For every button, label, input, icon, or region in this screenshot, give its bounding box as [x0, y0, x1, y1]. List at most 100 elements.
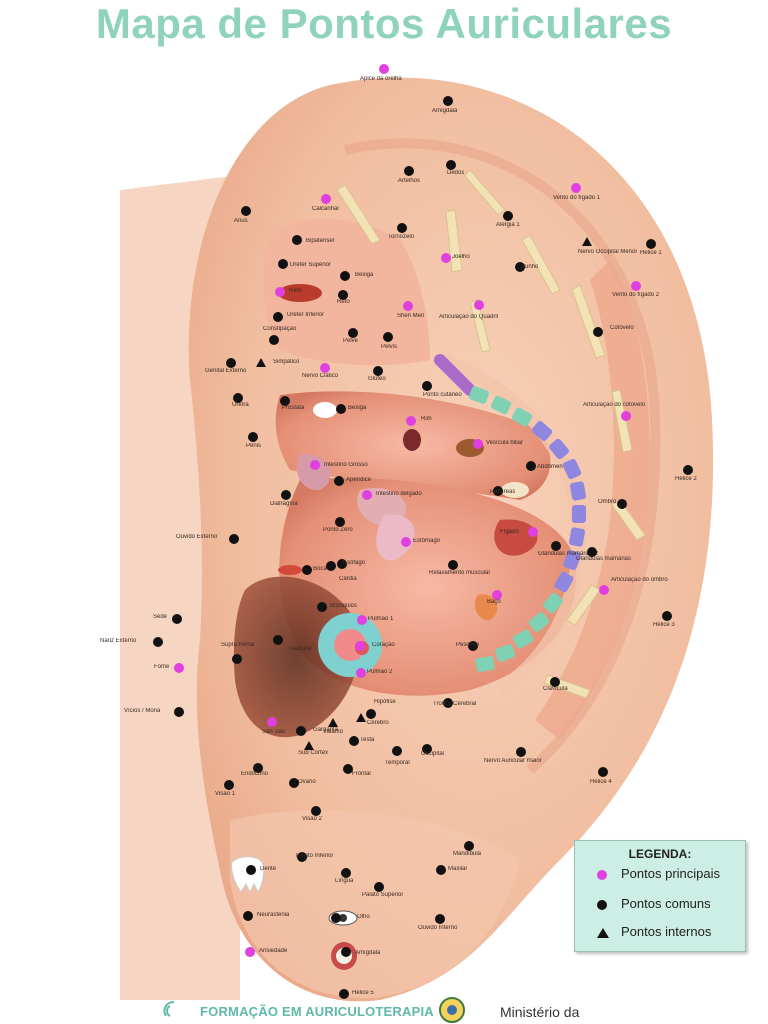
point-label: Shen Men	[397, 313, 425, 319]
point-label: Baço	[487, 599, 501, 605]
point-marker-comum	[331, 913, 341, 923]
point-marker-comum	[224, 780, 234, 790]
point-marker-comum	[373, 366, 383, 376]
point-marker-comum	[443, 698, 453, 708]
point-marker-comum	[397, 223, 407, 233]
point-marker-principal	[403, 301, 413, 311]
point-label: Tornozelo	[388, 234, 415, 240]
point-marker-comum	[446, 160, 456, 170]
point-marker-principal	[528, 527, 538, 537]
point-marker-comum	[296, 726, 306, 736]
point-label: San Jiao	[262, 729, 286, 735]
spine-vertebrae	[434, 354, 586, 672]
point-label: Ureter Superior	[290, 262, 332, 268]
point-label: Nariz Externo	[100, 638, 137, 644]
point-label: Visão 1	[215, 791, 235, 797]
point-label: Ouvido Externo	[176, 534, 218, 540]
point-label: Uretra	[232, 402, 249, 408]
point-marker-principal	[401, 537, 411, 547]
point-label: Cérebro	[367, 720, 389, 726]
point-label: Dente	[260, 866, 277, 872]
point-marker-comum	[335, 517, 345, 527]
point-label: Hélice 2	[675, 476, 697, 482]
point-label: Vícios / Moria	[124, 708, 161, 714]
point-label: Intestino delgado	[376, 491, 422, 497]
point-label: Nervo Auricular maior	[484, 758, 542, 764]
point-marker-comum	[598, 767, 608, 777]
point-label: Supra Renal	[221, 642, 255, 648]
point-marker-comum	[422, 381, 432, 391]
point-marker-comum	[348, 328, 358, 338]
point-label: Vento do fígado 1	[553, 195, 601, 201]
point-label: Frontal	[352, 771, 371, 777]
legend-label-interno: Pontos internos	[621, 924, 712, 939]
footer-ministry: Ministério da	[500, 1004, 580, 1020]
point-label: Esôfago	[343, 560, 366, 566]
point-label: Alergia 1	[496, 222, 520, 228]
point-label: Mandíbula	[453, 851, 482, 857]
point-marker-comum	[551, 541, 561, 551]
point-marker-comum	[683, 465, 693, 475]
point-marker-comum	[337, 559, 347, 569]
point-label: Vento do fígado 2	[612, 292, 660, 298]
point-marker-principal	[571, 183, 581, 193]
point-marker-comum	[341, 947, 351, 957]
point-label: Hipófise	[374, 699, 396, 705]
point-marker-comum	[349, 736, 359, 746]
point-label: Nervo Ciático	[302, 373, 339, 379]
point-label: Cotovelo	[610, 325, 634, 331]
point-label: Joelho	[452, 254, 470, 260]
point-label: Palato Inferior	[296, 853, 334, 859]
point-marker-principal	[267, 717, 277, 727]
point-label: Ombro	[598, 499, 617, 505]
point-marker-comum	[226, 358, 236, 368]
point-marker-comum	[253, 763, 263, 773]
point-label: Hélice 3	[653, 622, 675, 628]
point-marker-principal	[441, 253, 451, 263]
point-marker-principal	[357, 615, 367, 625]
point-marker-comum	[383, 332, 393, 342]
point-label: Glândulas mamárias 2	[538, 551, 599, 557]
point-marker-comum	[297, 852, 307, 862]
point-marker-principal	[356, 668, 366, 678]
point-label: Brônquios	[330, 603, 358, 609]
ministry-emblem-icon	[439, 997, 465, 1023]
point-label: Amígdala	[432, 108, 458, 114]
point-label: Ureter Inferior	[287, 312, 325, 318]
point-marker-comum	[646, 239, 656, 249]
point-label: Temporal	[385, 760, 410, 766]
point-label: Hélice 5	[352, 990, 374, 996]
point-label: Pâncreas	[490, 489, 516, 495]
point-marker-principal	[492, 590, 502, 600]
point-label: Nervo Occipital Menor	[578, 249, 638, 255]
point-marker-comum	[281, 490, 291, 500]
point-label: Rim	[421, 416, 432, 422]
point-label: Occipital	[421, 751, 445, 757]
point-label: Garganta	[313, 727, 339, 733]
point-label: Coração	[372, 642, 395, 648]
point-label: Amígdala	[355, 950, 381, 956]
point-marker-comum	[617, 499, 627, 509]
point-marker-principal	[599, 585, 609, 595]
point-label: Artelhos	[398, 178, 421, 184]
point-label: Punho	[521, 264, 539, 270]
point-marker-comum	[172, 614, 182, 624]
point-marker-comum	[448, 560, 458, 570]
point-marker-interno	[328, 718, 338, 727]
point-marker-comum	[317, 602, 327, 612]
point-label: Ponto cutâneo	[423, 392, 462, 398]
point-marker-comum	[593, 327, 603, 337]
point-marker-principal	[320, 363, 330, 373]
point-label: Genital Externo	[205, 368, 247, 374]
point-marker-principal	[275, 287, 285, 297]
point-marker-comum	[246, 865, 256, 875]
legend-label-comum: Pontos comuns	[621, 896, 711, 911]
point-label: Boca	[313, 566, 327, 572]
point-label: Testa	[360, 737, 375, 743]
point-marker-comum	[374, 882, 384, 892]
point-label: Ápice da orelha	[360, 76, 402, 82]
legend-title: LEGENDA:	[628, 847, 692, 861]
point-marker-comum	[443, 96, 453, 106]
point-marker-principal	[621, 411, 631, 421]
point-marker-comum	[340, 271, 350, 281]
